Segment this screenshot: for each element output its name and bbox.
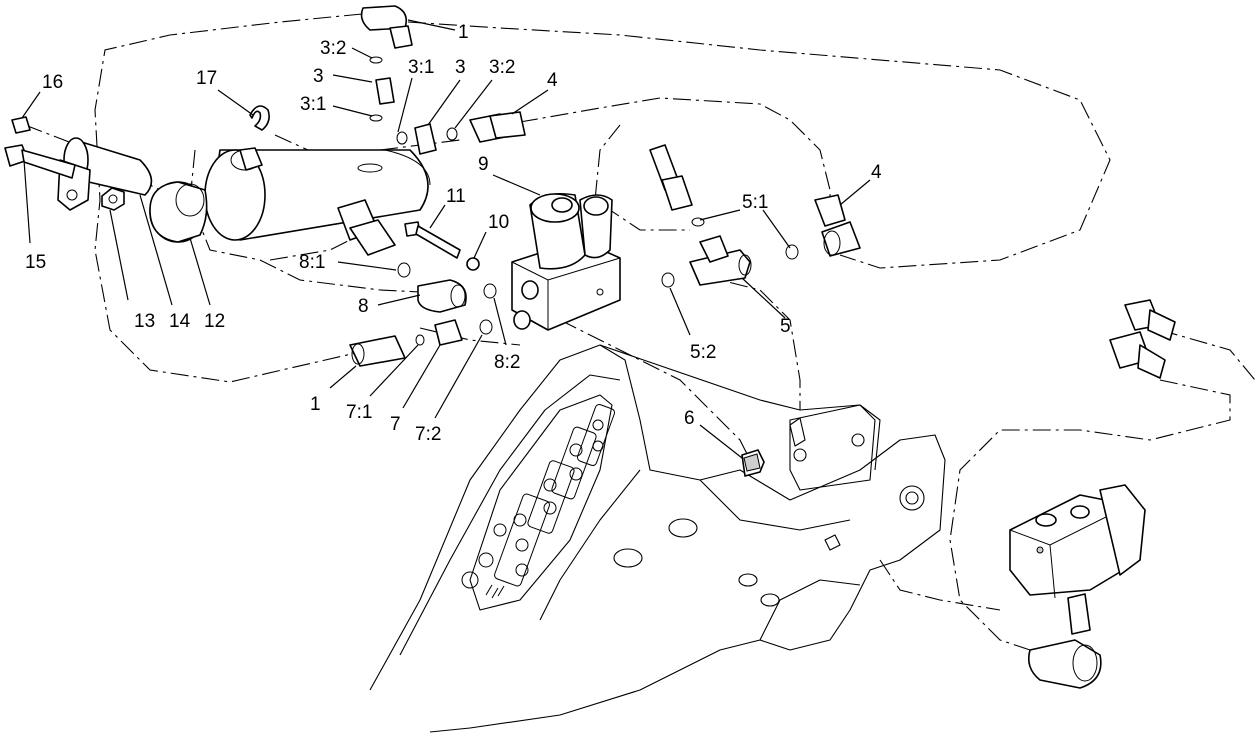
callout-3-1-left: 3:1 bbox=[300, 94, 326, 115]
elbow-4-right bbox=[814, 194, 861, 257]
frame-outline bbox=[369, 344, 946, 733]
callout-4-right: 4 bbox=[871, 162, 882, 183]
leader-lines bbox=[21, 19, 871, 459]
bolt-15 bbox=[4, 144, 76, 179]
callout-15: 15 bbox=[25, 252, 46, 273]
callout-8: 8 bbox=[358, 296, 369, 317]
hydraulic-cylinder bbox=[204, 147, 431, 256]
spacer-12 bbox=[149, 181, 208, 243]
callout-8-2: 8:2 bbox=[494, 352, 520, 373]
callout-12: 12 bbox=[204, 311, 225, 332]
hose-fitting-top bbox=[649, 144, 693, 211]
callout-3-2-mid: 3:2 bbox=[489, 57, 515, 78]
upper-fittings bbox=[360, 5, 526, 155]
retaining-ring-17 bbox=[249, 105, 270, 131]
callout-7: 7 bbox=[390, 414, 401, 435]
nut-13 bbox=[101, 187, 125, 211]
callout-7-1: 7:1 bbox=[346, 402, 372, 423]
callout-3-2-left: 3:2 bbox=[320, 38, 346, 59]
callout-13: 13 bbox=[134, 311, 155, 332]
lower-fittings bbox=[349, 319, 463, 367]
callout-5: 5 bbox=[780, 316, 791, 337]
callout-7-2: 7:2 bbox=[415, 424, 441, 445]
clip-6 bbox=[741, 449, 765, 477]
callout-labels: 1 3:2 3 3:1 3:1 3 3:2 4 16 17 9 11 10 8:… bbox=[25, 22, 882, 445]
quick-couplers bbox=[1109, 299, 1176, 379]
fitting-16 bbox=[11, 116, 31, 134]
callout-6: 6 bbox=[684, 408, 695, 429]
callout-16: 16 bbox=[42, 72, 63, 93]
callout-5-2: 5:2 bbox=[690, 342, 716, 363]
elbow-8 bbox=[417, 279, 467, 313]
washer-10 bbox=[466, 257, 480, 271]
tee-fitting bbox=[689, 235, 752, 286]
callout-1-bottom: 1 bbox=[310, 394, 321, 415]
callout-1-top: 1 bbox=[458, 22, 469, 43]
pin-assembly bbox=[57, 137, 153, 211]
bolt-11 bbox=[404, 221, 461, 259]
callout-3-left: 3 bbox=[313, 66, 324, 87]
callout-5-1: 5:1 bbox=[742, 192, 768, 213]
valve-block bbox=[511, 192, 621, 331]
callout-10: 10 bbox=[488, 212, 509, 233]
o-rings bbox=[369, 56, 799, 346]
callout-9: 9 bbox=[478, 154, 489, 175]
callout-17: 17 bbox=[196, 68, 217, 89]
callout-4-top: 4 bbox=[547, 70, 558, 91]
callout-3-mid: 3 bbox=[455, 57, 466, 78]
hydraulic-motor bbox=[1009, 484, 1146, 689]
callout-14: 14 bbox=[169, 311, 191, 332]
callout-3-1-mid: 3:1 bbox=[408, 57, 434, 78]
callout-8-1: 8:1 bbox=[299, 252, 325, 273]
callout-11: 11 bbox=[446, 186, 466, 207]
control-panel bbox=[461, 394, 616, 611]
